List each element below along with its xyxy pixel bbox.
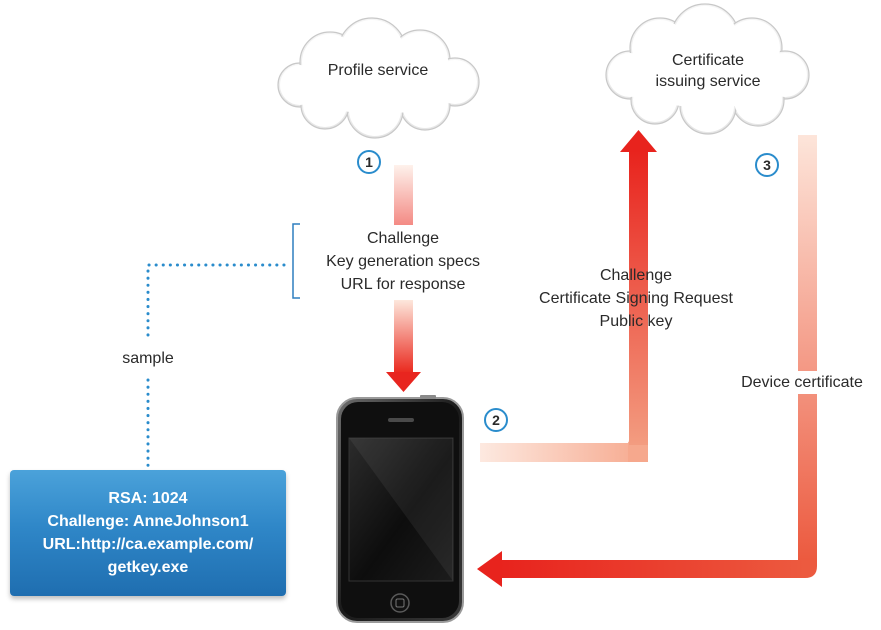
sample-profile-box: RSA: 1024 Challenge: AnneJohnson1 URL:ht… [10, 470, 286, 596]
arrow-step3 [477, 135, 817, 587]
sample-line-url: URL:http://ca.example.com/ [42, 536, 254, 553]
step-badge-1: 1 [357, 150, 381, 174]
certificate-service-label-line2: issuing service [655, 73, 761, 90]
sample-line-url-cont: getkey.exe [107, 559, 189, 576]
sample-line-challenge: Challenge: AnneJohnson1 [47, 513, 249, 530]
certificate-service-label: Certificate issuing service [648, 50, 768, 92]
sample-label: sample [122, 350, 174, 367]
message-bracket [292, 223, 300, 299]
step3-message: Device certificate [727, 371, 877, 394]
step-badge-2: 2 [484, 408, 508, 432]
device-iphone [336, 395, 464, 623]
step2-message-line2: Certificate Signing Request [539, 290, 733, 307]
step1-message-line2: Key generation specs [326, 253, 480, 270]
certificate-service-cloud [605, 3, 810, 135]
sample-line-rsa: RSA: 1024 [108, 490, 188, 507]
step1-message: Challenge Key generation specs URL for r… [303, 227, 503, 296]
step-badge-3: 3 [755, 153, 779, 177]
profile-service-label: Profile service [327, 62, 429, 79]
step1-message-line1: Challenge [366, 230, 440, 247]
step2-message: Challenge Certificate Signing Request Pu… [506, 264, 766, 333]
step2-message-line1: Challenge [599, 267, 673, 284]
arrow-step1 [386, 165, 421, 392]
arrow-step2 [480, 130, 657, 462]
sample-connector [146, 263, 286, 468]
profile-service-cloud [277, 17, 480, 139]
step2-message-line3: Public key [599, 313, 673, 330]
certificate-service-label-line1: Certificate [671, 52, 745, 69]
step1-message-line3: URL for response [340, 276, 466, 293]
